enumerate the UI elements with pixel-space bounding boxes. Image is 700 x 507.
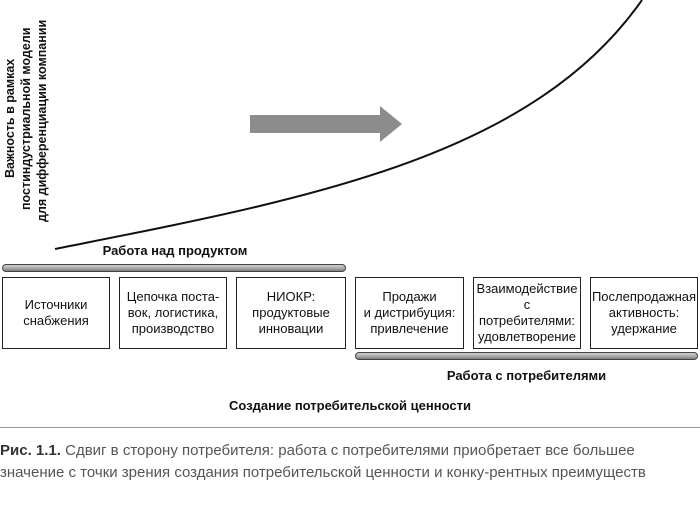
caption-divider — [0, 427, 700, 428]
figure-caption-text: Сдвиг в сторону потребителя: работа с по… — [0, 442, 646, 481]
stage-box-aftersales: Послепродажная активность: удержание — [590, 277, 698, 349]
y-axis-label-line-3: для дифференциации компании — [35, 20, 49, 222]
figure-caption: Рис. 1.1. Сдвиг в сторону потребителя: р… — [0, 440, 700, 484]
customer-band-label: Работа с потребителями — [446, 368, 607, 383]
y-axis-label-line-2: постиндустриальной модели — [19, 28, 33, 210]
shift-arrow-icon — [250, 106, 402, 142]
stage-label: Продажи и дистрибуция: привлечение — [363, 289, 456, 336]
stage-label: Источники снабжения — [23, 297, 89, 328]
stage-label: Взаимодействие с потребителями: удовлетв… — [476, 281, 578, 344]
customer-band-bar — [355, 352, 698, 360]
importance-curve-area — [54, 0, 643, 250]
stage-box-sales: Продажи и дистрибуция: привлечение — [355, 277, 464, 349]
importance-curve — [54, 0, 643, 250]
y-axis-label-line-1: Важность в рамках — [3, 59, 17, 178]
stage-label: Послепродажная активность: удержание — [591, 289, 697, 336]
product-band-bar — [2, 264, 346, 272]
product-band-label: Работа над продуктом — [102, 243, 248, 258]
stage-label: НИОКР: продуктовые инновации — [252, 289, 330, 336]
stage-box-supply-chain: Цепочка поста- вок, логистика, производс… — [119, 277, 227, 349]
figure-number: Рис. 1.1. — [0, 442, 61, 459]
value-creation-label: Создание потребительской ценности — [229, 398, 471, 413]
stage-box-interaction: Взаимодействие с потребителями: удовлетв… — [473, 277, 581, 349]
stage-label: Цепочка поста- вок, логистика, производс… — [126, 289, 220, 336]
stage-box-sourcing: Источники снабжения — [2, 277, 110, 349]
stage-box-rnd: НИОКР: продуктовые инновации — [236, 277, 346, 349]
y-axis-label: Важность в рамках постиндустриальной мод… — [0, 0, 62, 225]
